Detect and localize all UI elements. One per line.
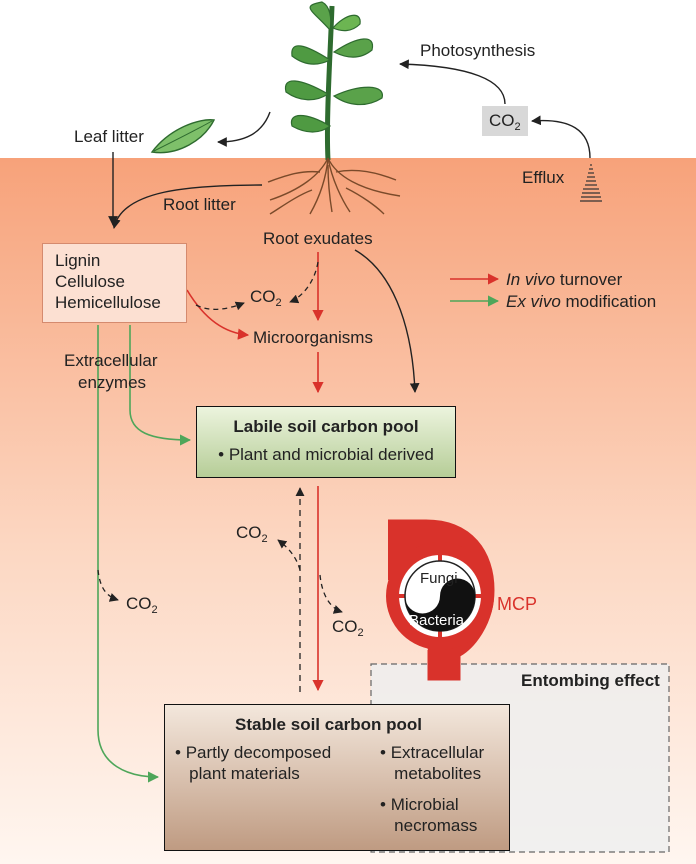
microorganisms-label: Microorganisms <box>253 328 373 347</box>
mcp-label: MCP <box>497 594 537 614</box>
root-litter-arrow <box>111 184 263 229</box>
labile-pool-title: Labile soil carbon pool <box>233 417 419 436</box>
entombing-effect-label: Entombing effect <box>521 671 660 690</box>
co2-to-photosynthesis-arrow <box>399 59 506 105</box>
stable-pool-title: Stable soil carbon pool <box>235 715 423 734</box>
co2-atm-label: CO2 <box>489 111 521 133</box>
extracellular-label: Extracellular <box>64 351 158 370</box>
stable-bullet-plant: • Partly decomposed plant materials <box>175 743 332 783</box>
efflux-label: Efflux <box>522 168 565 187</box>
lignin-label: Lignin <box>55 251 101 270</box>
exudates-to-labile-arrow <box>354 249 420 393</box>
plant-to-leaf-arrow <box>217 111 271 147</box>
co2-atm-box <box>482 106 528 136</box>
stable-pool-box: Stable soil carbon pool • Partly decompo… <box>164 704 510 851</box>
exudates-co2-dashed-arrow <box>289 261 319 304</box>
co2-micro-label: CO2 <box>250 287 282 309</box>
efflux-icon <box>580 164 602 202</box>
lignin-to-micro-arrow <box>186 289 250 340</box>
photosynthesis-label: Photosynthesis <box>420 41 536 60</box>
plant-icon <box>284 1 383 161</box>
labile-pool-box: Labile soil carbon pool • Plant and micr… <box>196 406 456 478</box>
root-litter-label: Root litter <box>163 195 236 214</box>
co2-stable-label: CO2 <box>332 617 364 639</box>
cellulose-label: Cellulose <box>55 272 125 291</box>
enzyme-co2-dashed-arrow <box>97 569 119 602</box>
hemicellulose-label: Hemicellulose <box>55 293 161 312</box>
co2-left-label: CO2 <box>126 594 158 616</box>
leaf-litter-label: Leaf litter <box>74 127 144 146</box>
lignin-to-stable-arrow <box>97 325 160 783</box>
co2-labile-label: CO2 <box>236 523 268 545</box>
labile-pool-bullet: • Plant and microbial derived <box>218 445 434 464</box>
root-exudates-label: Root exudates <box>263 229 373 248</box>
fungi-label: Fungi <box>420 570 458 587</box>
leaf-icon <box>150 119 216 154</box>
enzymes-label: enzymes <box>78 373 147 392</box>
efflux-to-co2-arrow <box>531 115 591 159</box>
enzymes-to-labile-arrow <box>129 325 192 446</box>
mcp-pump-icon <box>386 519 495 681</box>
stable-co2-dashed-arrow <box>319 574 343 614</box>
legend-ex-vivo: Ex vivo modification <box>506 292 657 311</box>
lignin-box: Lignin Cellulose Hemicellulose <box>42 243 187 323</box>
stable-bullet-necromass: • Microbial necromass <box>380 795 478 835</box>
lignin-co2-dashed-arrow <box>195 301 245 311</box>
roots-icon <box>267 157 401 215</box>
labile-co2-dashed-arrow <box>277 539 301 571</box>
legend-in-vivo: In vivo turnover <box>506 270 623 289</box>
stable-bullet-metabolites: • Extracellular metabolites <box>380 743 485 783</box>
bacteria-label: Bacteria <box>409 612 465 629</box>
